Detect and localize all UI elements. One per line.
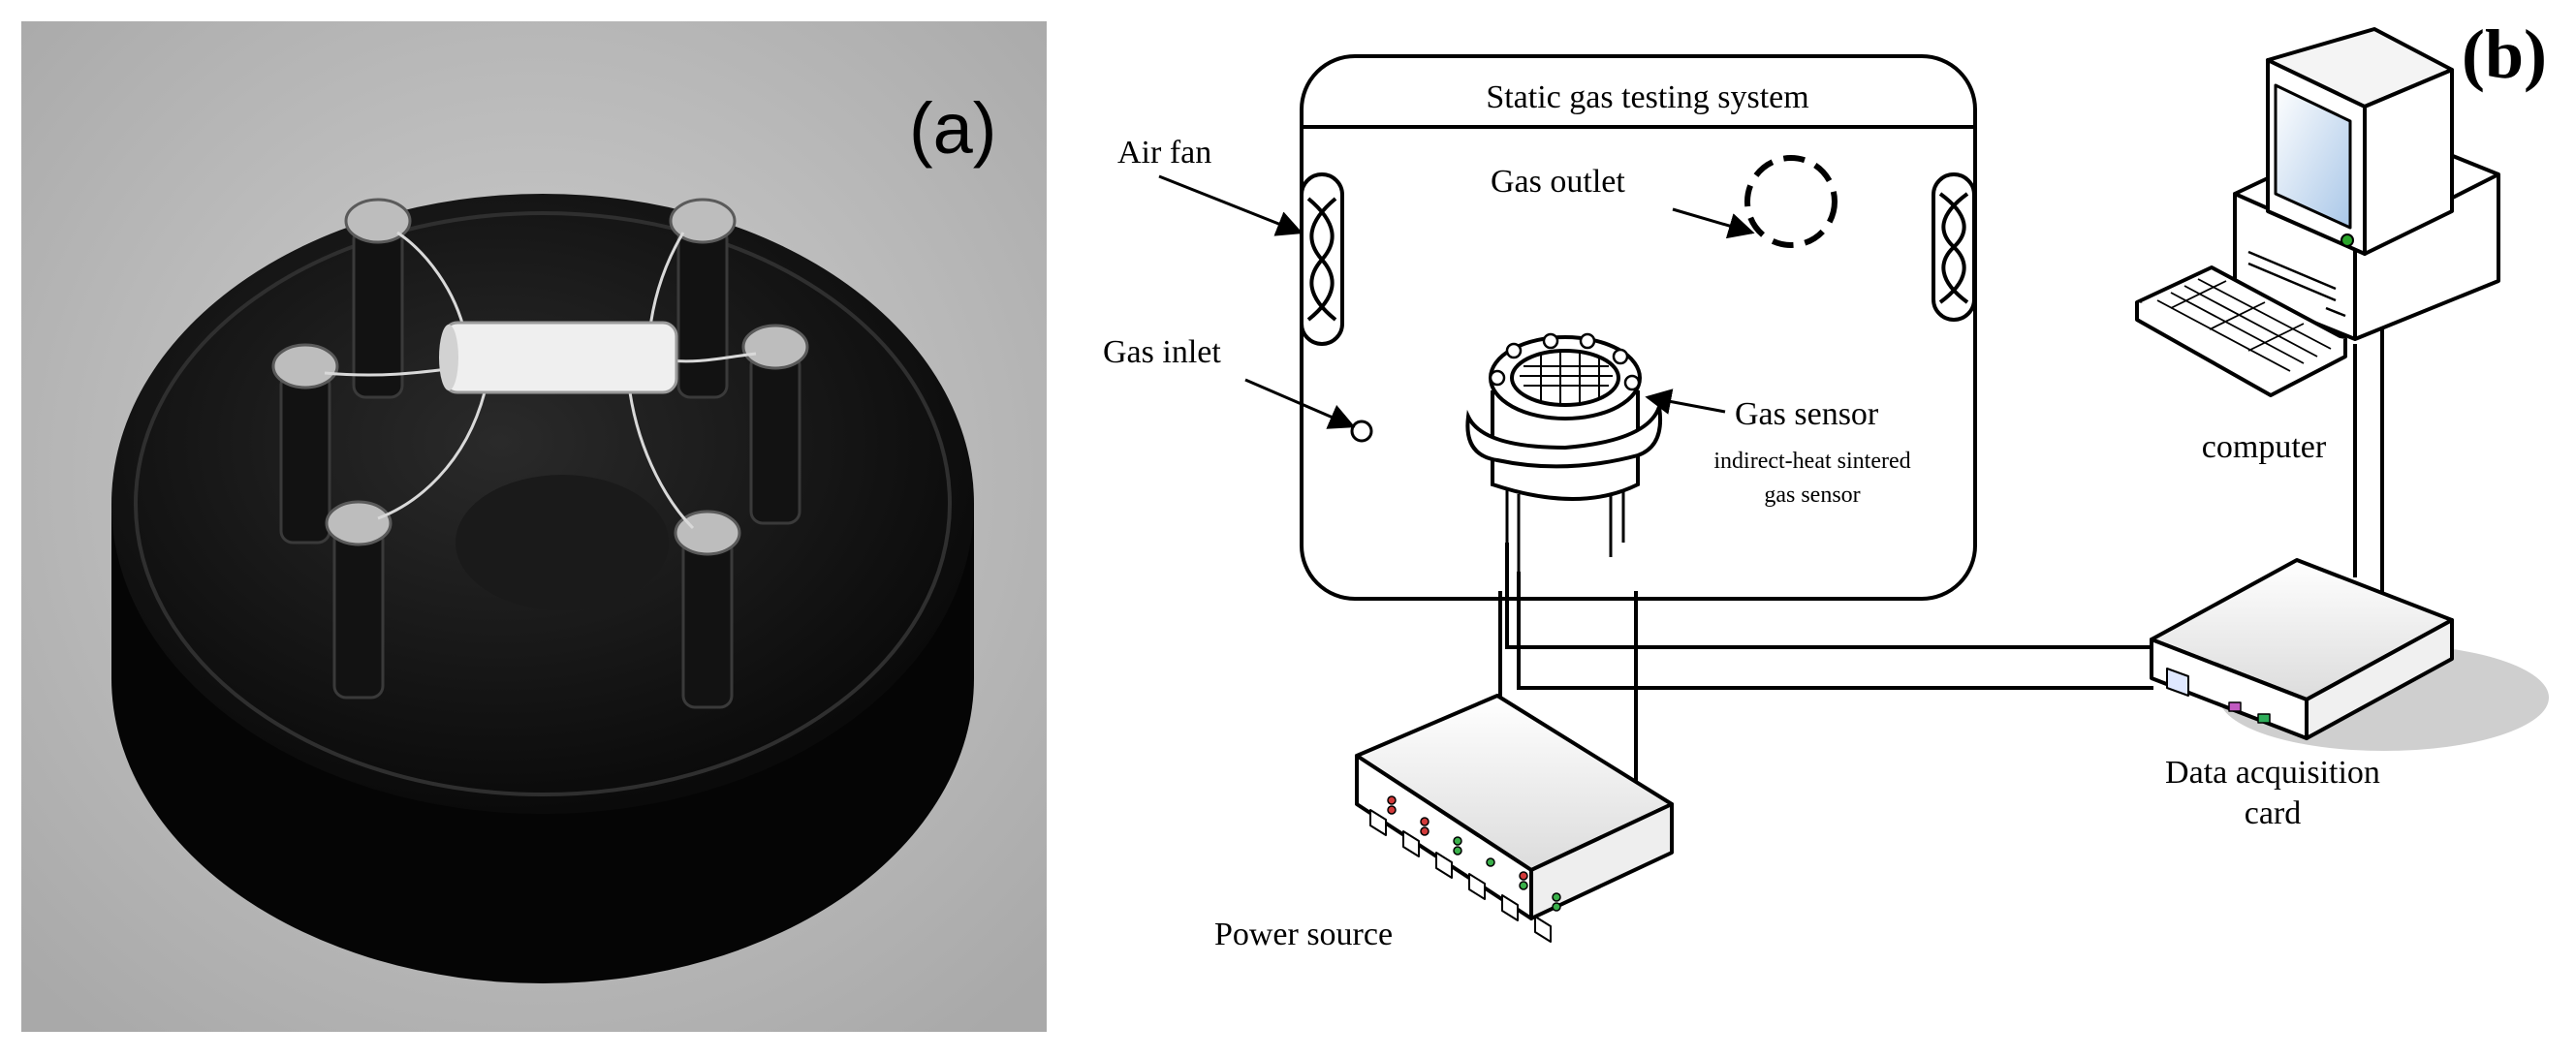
gas-sensor-icon xyxy=(1465,332,1662,572)
daq-label-line1: Data acquisition xyxy=(2165,755,2380,791)
panel-a-label: (a) xyxy=(909,88,996,169)
chamber-title: Static gas testing system xyxy=(1486,79,1808,115)
sensor-note-line2: gas sensor xyxy=(1764,482,1860,508)
panel-b-label: (b) xyxy=(2462,16,2547,93)
computer-icon xyxy=(2135,27,2500,397)
gas-outlet-icon xyxy=(1744,155,1838,248)
air-fan-right xyxy=(1932,172,1976,322)
ceramic-tube xyxy=(442,321,678,394)
test-chamber xyxy=(1300,54,1977,601)
computer-label: computer xyxy=(2202,429,2327,465)
pin-caps xyxy=(271,198,809,556)
air-fan-arrow xyxy=(1158,174,1304,236)
gas-sensor-arrow xyxy=(1645,389,1726,415)
gas-sensor-label: Gas sensor xyxy=(1735,396,1879,432)
sensor-note-line1: indirect-heat sintered xyxy=(1713,449,1910,474)
gas-outlet-arrow xyxy=(1672,207,1755,239)
power-source-label: Power source xyxy=(1214,917,1393,952)
gas-outlet-label: Gas outlet xyxy=(1491,164,1625,200)
daq-label-line2: card xyxy=(2245,795,2302,831)
gas-inlet-label: Gas inlet xyxy=(1103,334,1221,370)
cables xyxy=(1498,320,2384,783)
sensor-pins xyxy=(279,226,801,709)
daq-card-icon xyxy=(2150,558,2549,751)
panel-a-photo: (a) xyxy=(21,21,1047,1032)
gas-inlet-icon xyxy=(1350,420,1373,443)
gas-inlet-arrow xyxy=(1244,378,1356,429)
air-fan-left xyxy=(1300,172,1344,346)
panel-b-diagram: (b) Static gas testing system xyxy=(1103,16,2549,952)
air-fan-label: Air fan xyxy=(1117,135,1211,171)
power-source-icon xyxy=(1355,694,1674,943)
